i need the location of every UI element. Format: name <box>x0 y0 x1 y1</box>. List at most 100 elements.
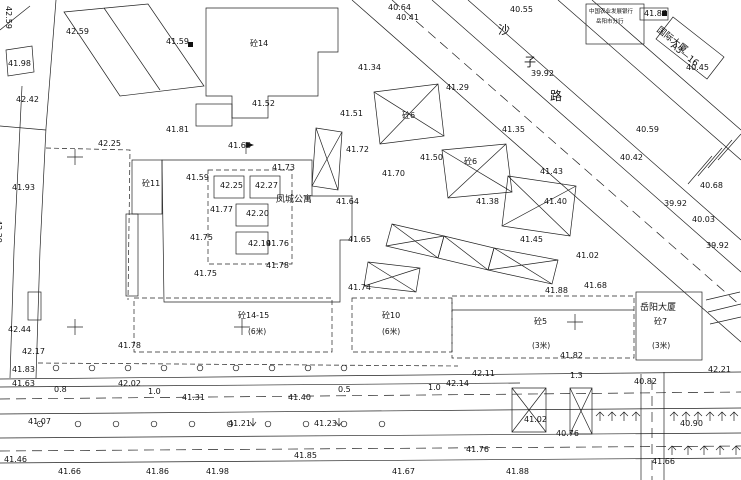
building-label: 砼14 <box>250 39 269 48</box>
elevation-label: 41.64 <box>336 197 359 206</box>
elevation-label: 41.65 <box>348 235 371 244</box>
road-width-label: 0.8 <box>54 385 67 394</box>
elevation-label: 40.41 <box>396 13 419 22</box>
elevation-label: 41.68 <box>584 281 607 290</box>
bottom-blocks <box>133 291 741 361</box>
elevation-label: 41.34 <box>358 63 381 72</box>
elevation-label: 41.43 <box>540 167 563 176</box>
elevation-label: 41.98 <box>206 467 229 476</box>
left-street-lines <box>0 0 57 379</box>
elevation-label: 41.02 <box>576 251 599 260</box>
trident-tree-row-2 <box>667 445 741 455</box>
elevation-label: 41.93 <box>12 183 35 192</box>
elevation-label: 41.23 <box>314 419 337 428</box>
elevation-label: 40.42 <box>620 153 643 162</box>
street-name-char: 路 <box>550 89 563 103</box>
elevation-label: 41.45 <box>520 235 543 244</box>
building-label: 砼14-15 <box>238 311 270 320</box>
elevation-label: 42.11 <box>472 369 495 378</box>
dimension-note: (3米) <box>652 341 671 350</box>
elevation-label: 41.81 <box>166 125 189 134</box>
elevation-label: 40.64 <box>388 3 411 12</box>
grid-cross-marks <box>67 149 583 335</box>
trident-tree-row <box>595 411 739 421</box>
elevation-label: 42.59 <box>66 27 89 36</box>
elevation-label: 41.38 <box>476 197 499 206</box>
elevation-label: 41.46 <box>4 455 27 464</box>
elevation-label: 39.92 <box>664 199 687 208</box>
top-center-building <box>195 7 339 127</box>
elevation-label: 41.66 <box>58 467 81 476</box>
elevation-label: 42.21 <box>708 365 731 374</box>
road-width-label: 1.0 <box>148 387 161 396</box>
elevation-label: 42.14 <box>446 379 469 388</box>
elevation-label: 40.55 <box>510 5 533 14</box>
elevation-label: 39.92 <box>531 69 554 78</box>
elevation-label: 41.98 <box>8 59 31 68</box>
elevation-label: 41.77 <box>210 205 233 214</box>
elevation-label: 41.75 <box>194 269 217 278</box>
elevation-label: 42.42 <box>16 95 39 104</box>
elevation-label: 41.59 <box>186 173 209 182</box>
building-label: 砼11 <box>142 179 161 188</box>
elevation-label: 42.20 <box>246 209 269 218</box>
place-name: 凤城公寓 <box>276 195 313 205</box>
elevation-label: 41.02 <box>524 415 547 424</box>
tree-symbols <box>36 364 741 455</box>
elevation-label: 41.82 <box>560 351 583 360</box>
road-width-label: 0.5 <box>338 385 351 394</box>
elevation-label: 42.17 <box>22 347 45 356</box>
elevation-label: 41.29 <box>446 83 469 92</box>
elevation-label: 41.76 <box>466 445 489 454</box>
elevation-label: 41.72 <box>346 145 369 154</box>
dimension-note: (6米) <box>382 327 401 336</box>
building-label: 砼6 <box>464 157 478 166</box>
elevation-label: 41.07 <box>28 417 51 426</box>
place-name: 岳阳大厦 <box>640 303 677 313</box>
benchmark-symbols <box>188 11 667 154</box>
elevation-label: 42.44 <box>8 325 31 334</box>
elevation-label: 42.02 <box>118 379 141 388</box>
elevation-label: 40.45 <box>686 63 709 72</box>
elevation-label: 41.76 <box>266 239 289 248</box>
elevation-label: 42.25 <box>220 181 243 190</box>
elevation-label: 41.88 <box>545 286 568 295</box>
elevation-label: 41.83 <box>12 365 35 374</box>
dimension-note: (6米) <box>248 327 267 336</box>
elevation-label: 41.51 <box>340 109 363 118</box>
road-width-label: 1.0 <box>428 383 441 392</box>
org-name-line: 中国农业发展银行 <box>589 9 634 15</box>
elevation-label: 40.59 <box>636 125 659 134</box>
street-name-char: 沙 <box>498 23 511 37</box>
elevation-label: 40.82 <box>634 377 657 386</box>
elevation-label: 42.39 <box>0 220 3 243</box>
elevation-label: 40.76 <box>556 429 579 438</box>
org-name-line: 岳阳市分行 <box>596 19 624 25</box>
elevation-label: 41.68 <box>228 141 251 150</box>
elevation-label: 41.74 <box>348 283 371 292</box>
elevation-label: 41.86 <box>146 467 169 476</box>
elevation-label: 41.40 <box>288 393 311 402</box>
diagonal-road <box>351 0 741 343</box>
elevation-label: 41.66 <box>652 457 675 466</box>
elevation-label: 41.88 <box>506 467 529 476</box>
elevation-label: 41.78 <box>266 261 289 270</box>
elevation-label: 42.59 <box>4 6 13 29</box>
elevation-label: 40.03 <box>692 215 715 224</box>
building-label: 砼6 <box>402 111 416 120</box>
bottom-roads <box>0 362 741 480</box>
elevation-label: 42.25 <box>98 139 121 148</box>
elevation-label: 41.40 <box>544 197 567 206</box>
elevation-label: 41.63 <box>12 379 35 388</box>
elevation-label: 42.27 <box>255 181 278 190</box>
elevation-label: 41.67 <box>392 467 415 476</box>
elevation-label: 41.50 <box>420 153 443 162</box>
apartment-compound-outline <box>45 147 353 303</box>
elevation-label: 41.73 <box>272 163 295 172</box>
down-arrow-marks <box>249 418 343 427</box>
elevation-label: 42.19 <box>248 239 271 248</box>
top-left-building <box>63 3 205 97</box>
